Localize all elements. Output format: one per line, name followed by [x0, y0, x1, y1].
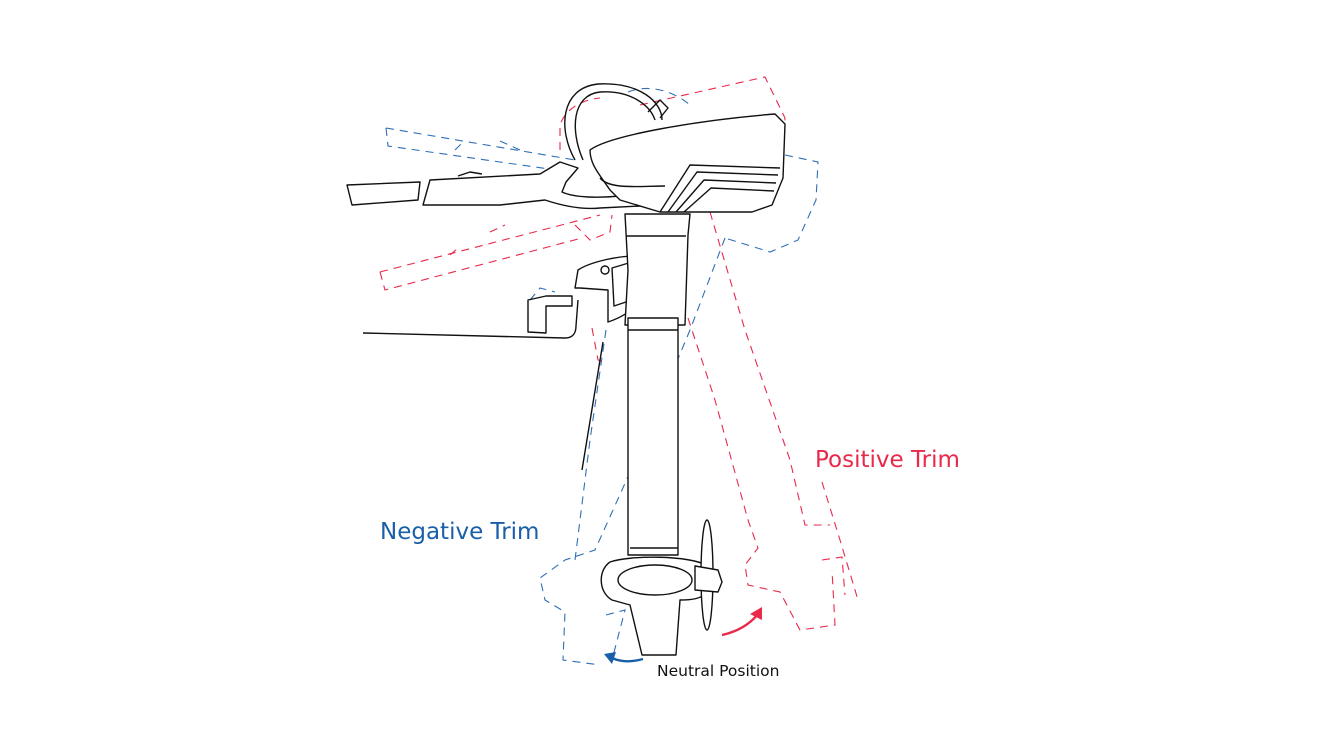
positive-trim-arrow — [721, 607, 762, 637]
neutral-motor — [346, 83, 786, 656]
boat-transom — [362, 299, 579, 339]
propeller-hub — [694, 565, 723, 593]
negative-trim-arrow — [604, 652, 644, 664]
carry-handle — [564, 83, 663, 161]
housing-window — [617, 564, 693, 596]
neutral-position-label: Neutral Position — [657, 662, 780, 680]
tiller-grip — [346, 181, 421, 206]
shaft — [627, 317, 679, 556]
gear-housing — [600, 556, 713, 656]
positive-trim-outline — [379, 76, 859, 631]
motor-hood — [589, 113, 786, 213]
positive-trim-label: Positive Trim — [815, 447, 960, 473]
negative-trim-outline — [385, 87, 819, 666]
motor-neck — [624, 213, 691, 326]
negative-trim-label: Negative Trim — [380, 519, 540, 545]
